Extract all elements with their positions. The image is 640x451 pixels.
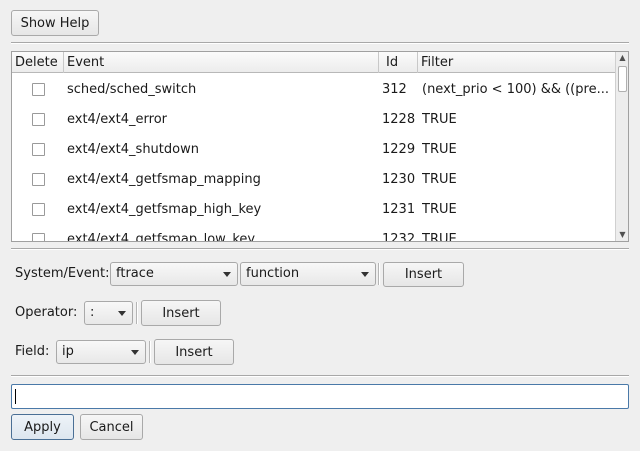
- scroll-up-arrow-icon[interactable]: ▲: [619, 53, 626, 62]
- id-cell: 312: [382, 82, 407, 97]
- column-header-event[interactable]: Event: [64, 52, 379, 73]
- table-vertical-scrollbar[interactable]: ▲ ▼: [615, 52, 628, 241]
- event-cell: sched/sched_switch: [67, 82, 197, 97]
- text-caret: [15, 389, 16, 404]
- scrollbar-thumb[interactable]: [618, 66, 627, 92]
- table-row[interactable]: sched/sched_switch 312 (next_prio < 100)…: [12, 75, 615, 105]
- field-label: Field:: [15, 344, 50, 359]
- fields-separator: [11, 375, 629, 377]
- event-cell: ext4/ext4_getfsmap_mapping: [67, 172, 261, 187]
- event-combo[interactable]: function: [240, 262, 376, 286]
- top-separator: [11, 42, 629, 44]
- field-combo[interactable]: ip: [56, 340, 146, 364]
- system-combo[interactable]: ftrace: [110, 262, 238, 286]
- table-row[interactable]: ext4/ext4_error 1228 TRUE: [12, 105, 615, 135]
- vertical-separator: [378, 263, 380, 285]
- apply-button[interactable]: Apply: [11, 414, 74, 440]
- table-row[interactable]: ext4/ext4_getfsmap_mapping 1230 TRUE: [12, 165, 615, 195]
- chevron-down-icon: [361, 272, 369, 277]
- event-combo-value: function: [246, 266, 300, 281]
- vertical-separator: [136, 302, 138, 324]
- events-table: Delete Event Id Filter sched/sched_switc…: [11, 51, 629, 242]
- column-header-filter[interactable]: Filter: [421, 55, 454, 70]
- chevron-down-icon: [223, 272, 231, 277]
- delete-checkbox[interactable]: [32, 233, 45, 241]
- scroll-down-arrow-icon[interactable]: ▼: [619, 230, 626, 239]
- operator-combo-value: :: [90, 305, 95, 320]
- insert-event-button[interactable]: Insert: [383, 262, 464, 287]
- id-cell: 1228: [382, 112, 416, 127]
- delete-checkbox[interactable]: [32, 173, 45, 186]
- show-help-button[interactable]: Show Help: [11, 10, 99, 36]
- system-event-label: System/Event:: [15, 266, 110, 281]
- delete-checkbox[interactable]: [32, 203, 45, 216]
- table-row[interactable]: ext4/ext4_getfsmap_low_key 1232 TRUE: [12, 225, 615, 241]
- delete-checkbox[interactable]: [32, 143, 45, 156]
- delete-checkbox[interactable]: [32, 113, 45, 126]
- delete-checkbox[interactable]: [32, 83, 45, 96]
- column-header-delete[interactable]: Delete: [12, 52, 64, 73]
- id-cell: 1232: [382, 232, 416, 241]
- event-cell: ext4/ext4_getfsmap_high_key: [67, 202, 262, 217]
- insert-field-button[interactable]: Insert: [154, 339, 234, 365]
- filter-cell: TRUE: [422, 232, 457, 241]
- id-cell: 1230: [382, 172, 416, 187]
- column-header-id[interactable]: Id: [379, 52, 418, 73]
- filter-cell: TRUE: [422, 142, 457, 157]
- table-row[interactable]: ext4/ext4_shutdown 1229 TRUE: [12, 135, 615, 165]
- table-header: Delete Event Id Filter: [12, 52, 615, 73]
- chevron-down-icon: [118, 311, 126, 316]
- operator-label: Operator:: [15, 305, 78, 320]
- system-combo-value: ftrace: [116, 266, 154, 281]
- table-row[interactable]: ext4/ext4_getfsmap_high_key 1231 TRUE: [12, 195, 615, 225]
- table-separator: [11, 248, 629, 250]
- filter-input[interactable]: [11, 384, 629, 409]
- field-combo-value: ip: [62, 344, 74, 359]
- filter-cell: TRUE: [422, 202, 457, 217]
- filter-cell: TRUE: [422, 112, 457, 127]
- filter-cell: (next_prio < 100) && ((pre...: [422, 82, 609, 97]
- id-cell: 1229: [382, 142, 416, 157]
- event-cell: ext4/ext4_shutdown: [67, 142, 199, 157]
- id-cell: 1231: [382, 202, 416, 217]
- filter-cell: TRUE: [422, 172, 457, 187]
- insert-operator-button[interactable]: Insert: [141, 300, 221, 326]
- event-cell: ext4/ext4_getfsmap_low_key: [67, 232, 256, 241]
- operator-combo[interactable]: :: [84, 301, 133, 325]
- cancel-button[interactable]: Cancel: [80, 414, 143, 440]
- event-cell: ext4/ext4_error: [67, 112, 168, 127]
- chevron-down-icon: [131, 350, 139, 355]
- vertical-separator: [149, 341, 151, 363]
- table-body: sched/sched_switch 312 (next_prio < 100)…: [12, 73, 615, 241]
